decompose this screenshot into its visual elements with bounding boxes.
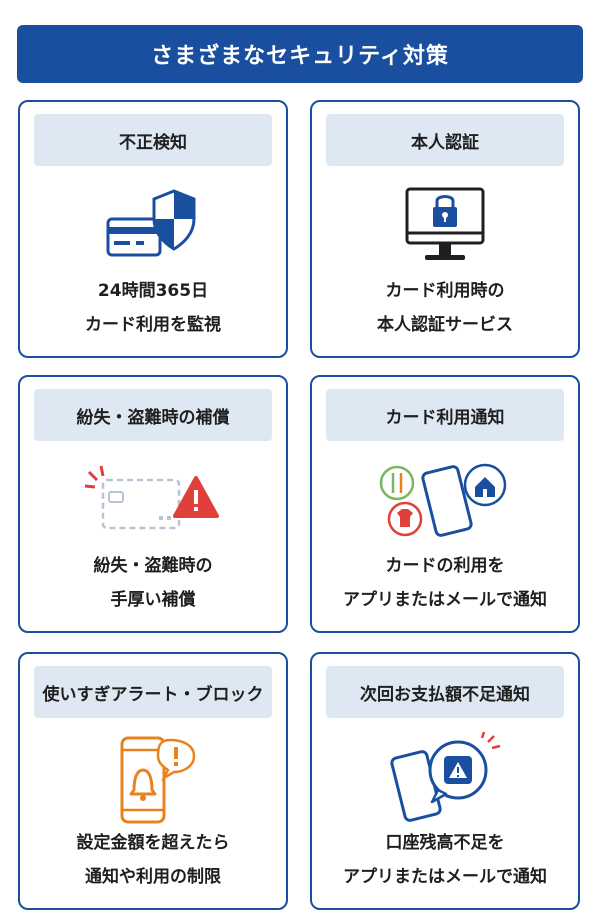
card-desc-line: 設定金額を超えたら — [76, 833, 230, 853]
card-desc-line: カード利用時の — [385, 281, 505, 301]
card-identity-verification: 本人認証 カード利用時の 本人認証サービス — [310, 100, 580, 358]
card-title: 次回お支払額不足通知 — [326, 666, 564, 718]
card-loss-theft-compensation: 紛失・盗難時の補償 紛失・盗難時の 手厚い補償 — [18, 375, 288, 633]
card-title: 不正検知 — [34, 114, 272, 166]
card-title: カード利用通知 — [326, 389, 564, 441]
card-desc-line: カードの利用を — [385, 556, 505, 576]
card-desc-line: カード利用を監視 — [85, 315, 221, 335]
card-shield-icon — [20, 180, 286, 276]
card-description: カード利用時の 本人認証サービス — [312, 274, 578, 342]
card-desc-line: 口座残高不足を — [385, 833, 505, 853]
monitor-lock-icon — [312, 180, 578, 276]
card-desc-line: 手厚い補償 — [110, 590, 196, 610]
card-title: 紛失・盗難時の補償 — [34, 389, 272, 441]
card-description: 紛失・盗難時の 手厚い補償 — [20, 549, 286, 617]
card-overuse-alert-block: 使いすぎアラート・ブロック 設定金額を超えたら 通知や利用の制限 — [18, 652, 288, 910]
card-description: 口座残高不足を アプリまたはメールで通知 — [312, 826, 578, 894]
card-usage-notification: カード利用通知 カードの利用を アプリまたはメールで通知 — [310, 375, 580, 633]
card-desc-line: 通知や利用の制限 — [85, 867, 221, 887]
phone-bell-alert-icon — [20, 732, 286, 828]
card-description: 24時間365日 カード利用を監視 — [20, 274, 286, 342]
page-title: さまざまなセキュリティ対策 — [17, 25, 583, 83]
card-description: 設定金額を超えたら 通知や利用の制限 — [20, 826, 286, 894]
card-description: カードの利用を アプリまたはメールで通知 — [312, 549, 578, 617]
card-desc-line: アプリまたはメールで通知 — [343, 867, 547, 887]
card-desc-line: 紛失・盗難時の — [93, 556, 213, 576]
card-title: 本人認証 — [326, 114, 564, 166]
lost-card-warning-icon — [20, 455, 286, 551]
card-fraud-detection: 不正検知 24時間365日 カード利用を監視 — [18, 100, 288, 358]
phone-usage-notification-icon — [312, 455, 578, 551]
card-insufficient-payment-notice: 次回お支払額不足通知 口座残高不足を アプリまたはメールで通知 — [310, 652, 580, 910]
card-title: 使いすぎアラート・ブロック — [34, 666, 272, 718]
phone-warning-bubble-icon — [312, 732, 578, 828]
card-desc-line: 本人認証サービス — [377, 315, 513, 335]
card-desc-line: 24時間365日 — [97, 281, 209, 301]
card-desc-line: アプリまたはメールで通知 — [343, 590, 547, 610]
page-title-text: さまざまなセキュリティ対策 — [151, 44, 449, 69]
